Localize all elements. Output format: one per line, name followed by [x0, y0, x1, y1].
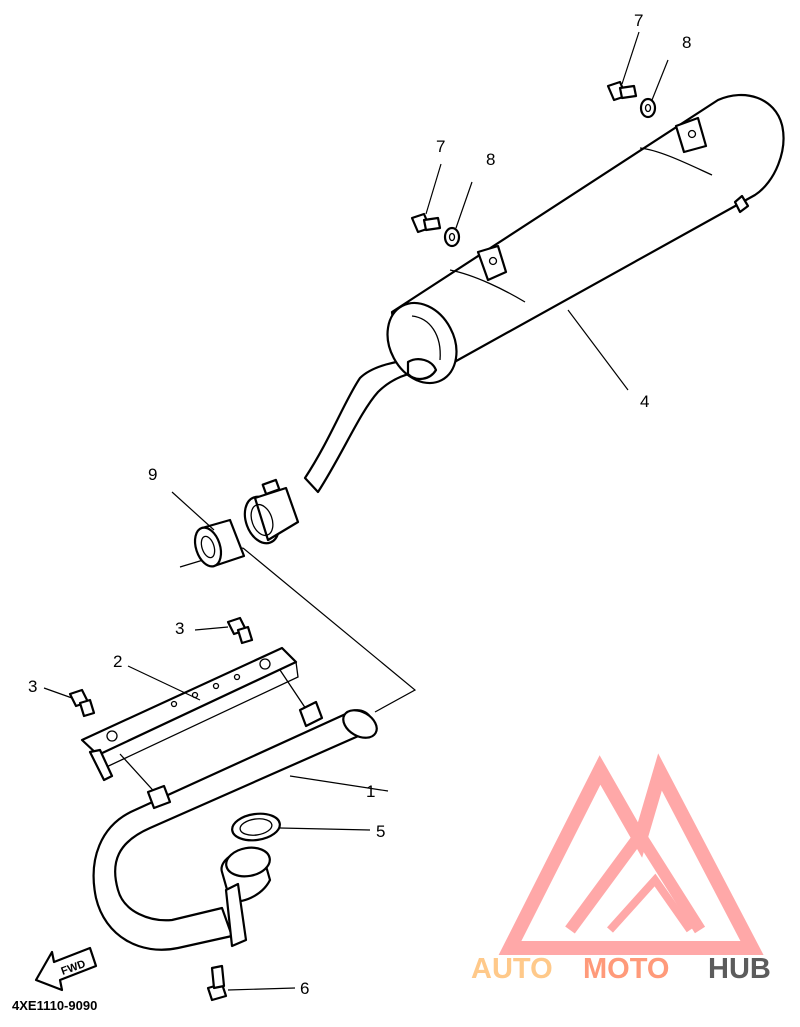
callout-6: 6	[300, 979, 309, 998]
diagram-code: 4XE1110-9090	[12, 998, 97, 1013]
callout-8-lower: 8	[486, 150, 495, 169]
gasket-ring	[231, 812, 281, 842]
watermark-part2: MOTO	[583, 953, 669, 985]
fwd-arrow-icon: FWD	[34, 946, 98, 992]
exhaust-pipe	[92, 700, 378, 951]
watermark-part1: AUTO	[471, 953, 553, 985]
callout-7-upper: 7	[634, 11, 643, 30]
callout-1: 1	[366, 782, 375, 801]
protector-plate	[80, 646, 313, 799]
callout-7-lower: 7	[436, 137, 445, 156]
washer-8-upper	[639, 97, 657, 119]
callout-2: 2	[113, 652, 122, 671]
callout-9: 9	[148, 465, 157, 484]
bolt-3-upper	[226, 616, 254, 645]
callout-3-left: 3	[28, 677, 37, 696]
bolt-6	[206, 964, 228, 1002]
callout-4: 4	[640, 392, 649, 411]
washer-8-lower	[443, 226, 461, 248]
bolt-7-lower	[410, 212, 442, 234]
watermark-part3: HUB	[708, 953, 771, 985]
bolt-3-left	[68, 688, 96, 718]
leader-lines	[43, 31, 669, 991]
muffler	[303, 93, 785, 494]
callout-3-upper: 3	[175, 619, 184, 638]
watermark-text: AUTO MOTO HUB	[471, 953, 771, 985]
gasket-sleeve	[193, 518, 246, 568]
callout-5: 5	[376, 822, 385, 841]
watermark-logo-icon	[498, 753, 764, 955]
callout-8-upper: 8	[682, 33, 691, 52]
bolt-7-upper	[606, 80, 638, 102]
muffler-clamp	[243, 478, 300, 545]
